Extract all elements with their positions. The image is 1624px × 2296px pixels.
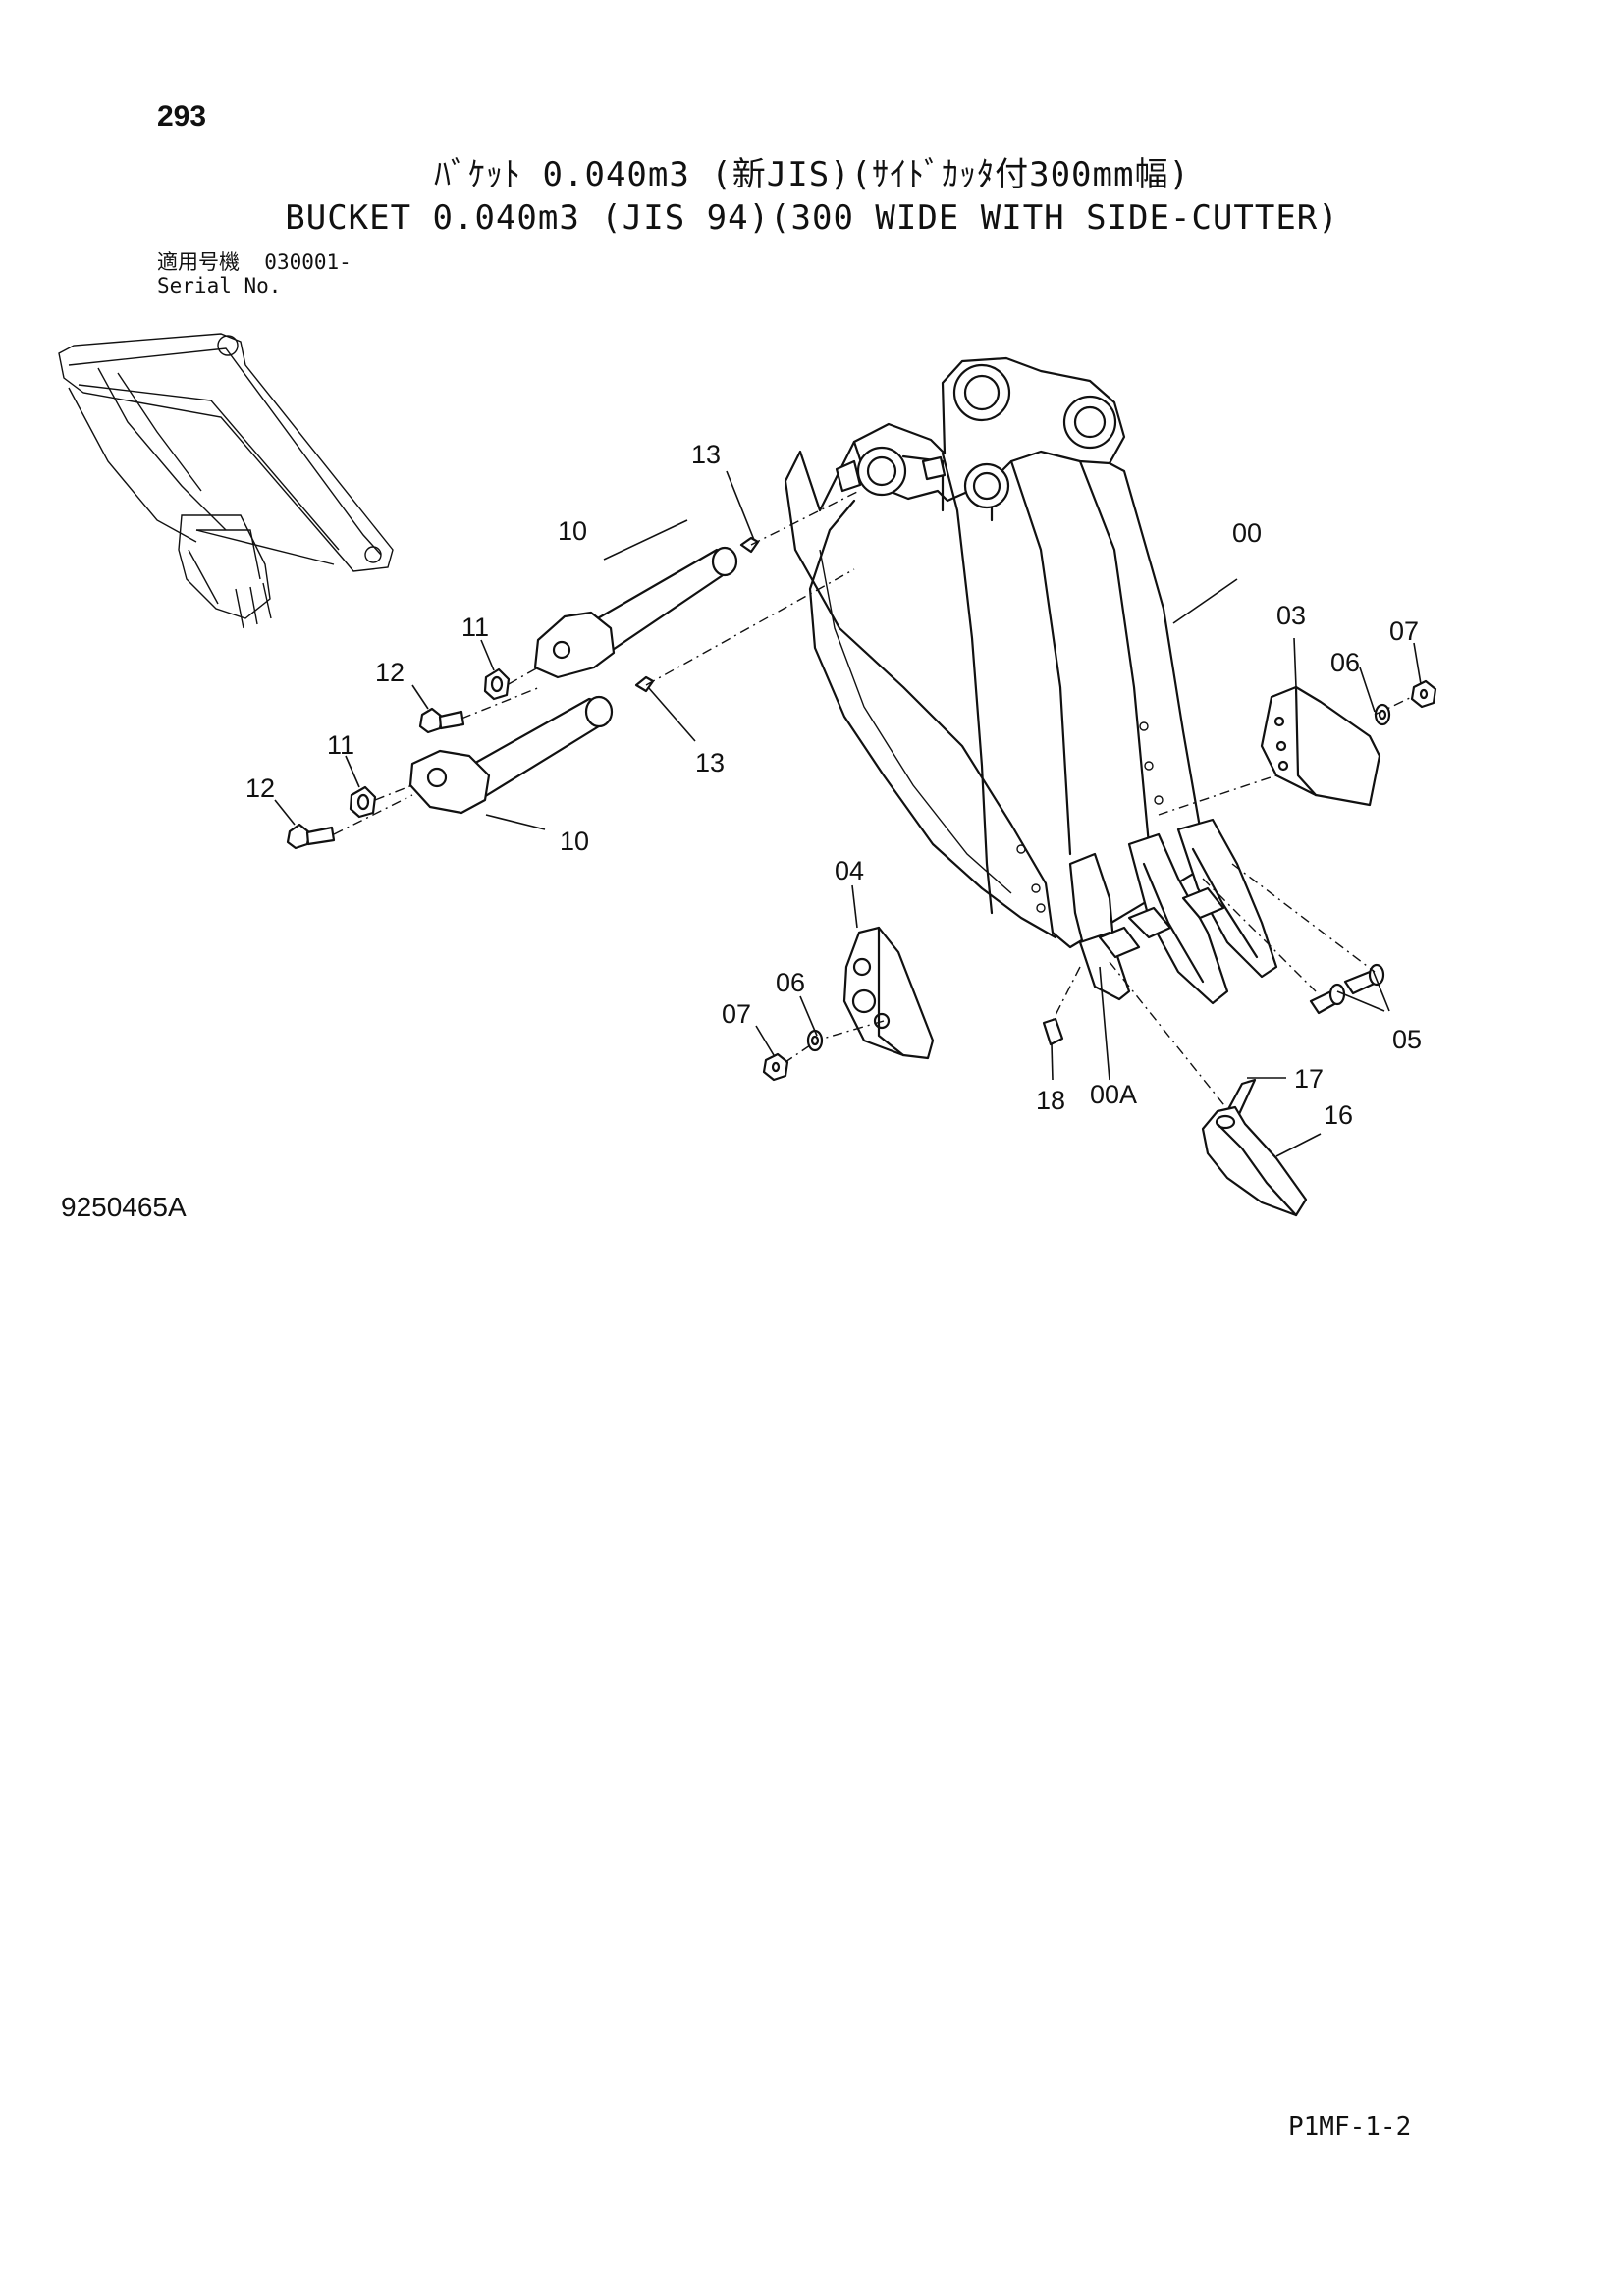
pin-upper bbox=[533, 536, 760, 679]
callout-06-right: 06 bbox=[1330, 648, 1360, 677]
callout-13-lower: 13 bbox=[695, 748, 725, 777]
washer-06-left bbox=[806, 1029, 824, 1052]
callout-10-lower: 10 bbox=[560, 827, 589, 856]
callout-05: 05 bbox=[1392, 1025, 1422, 1054]
serial-label-en: Serial No. bbox=[157, 274, 282, 297]
callout-12-lower: 12 bbox=[245, 774, 275, 803]
callout-07-right: 07 bbox=[1389, 616, 1419, 646]
callout-04: 04 bbox=[835, 856, 864, 885]
side-cutter-left bbox=[842, 926, 935, 1060]
excavator-arm-thumbnail bbox=[58, 333, 394, 629]
bolt-lower bbox=[286, 823, 336, 850]
tooth-16 bbox=[1201, 1105, 1308, 1217]
callout-00: 00 bbox=[1232, 518, 1262, 548]
leader-lines bbox=[274, 470, 1422, 1157]
callout-11-upper: 11 bbox=[461, 613, 489, 642]
callout-labels: 00 03 06 07 04 06 07 05 17 16 18 00A 10 … bbox=[245, 440, 1422, 1130]
serial-label-jp: 適用号機 bbox=[157, 250, 240, 274]
pins-05 bbox=[1309, 963, 1385, 1015]
bolt-upper bbox=[418, 707, 465, 734]
callout-10-upper: 10 bbox=[558, 516, 587, 546]
sheet-code: P1MF-1-2 bbox=[1288, 2112, 1412, 2142]
callout-07-left: 07 bbox=[722, 999, 751, 1029]
nut-07-left bbox=[762, 1052, 789, 1082]
callout-00A: 00A bbox=[1090, 1080, 1137, 1109]
callout-03: 03 bbox=[1276, 601, 1306, 630]
washer-06-right bbox=[1374, 703, 1391, 726]
page-number: 293 bbox=[157, 100, 207, 133]
washer-lower bbox=[349, 785, 377, 819]
nut-07-right bbox=[1410, 679, 1437, 709]
pin-18 bbox=[1042, 1017, 1064, 1046]
callout-11-lower: 11 bbox=[327, 730, 354, 760]
assembly-lines bbox=[333, 490, 1413, 1110]
title-japanese: ﾊﾞｹｯﾄ 0.040m3 (新JIS)(ｻｲﾄﾞｶｯﾀ付300mm幅) bbox=[434, 155, 1190, 194]
callout-16: 16 bbox=[1324, 1100, 1353, 1130]
pin-lower bbox=[408, 675, 655, 815]
callout-12-upper: 12 bbox=[375, 658, 405, 687]
callout-17: 17 bbox=[1294, 1064, 1324, 1094]
washer-upper bbox=[483, 667, 511, 701]
callout-13-upper: 13 bbox=[691, 440, 721, 469]
bucket-teeth bbox=[1068, 818, 1278, 1005]
side-cutter-right bbox=[1260, 685, 1381, 807]
drawing-code: 9250465A bbox=[61, 1192, 187, 1222]
bucket-body bbox=[784, 356, 1212, 949]
serial-value: 030001- bbox=[264, 250, 352, 274]
callout-18: 18 bbox=[1036, 1086, 1065, 1115]
callout-06-left: 06 bbox=[776, 968, 805, 997]
serial-block: 適用号機 030001- Serial No. bbox=[157, 250, 352, 297]
title-english: BUCKET 0.040m3 (JIS 94)(300 WIDE WITH SI… bbox=[285, 198, 1339, 238]
